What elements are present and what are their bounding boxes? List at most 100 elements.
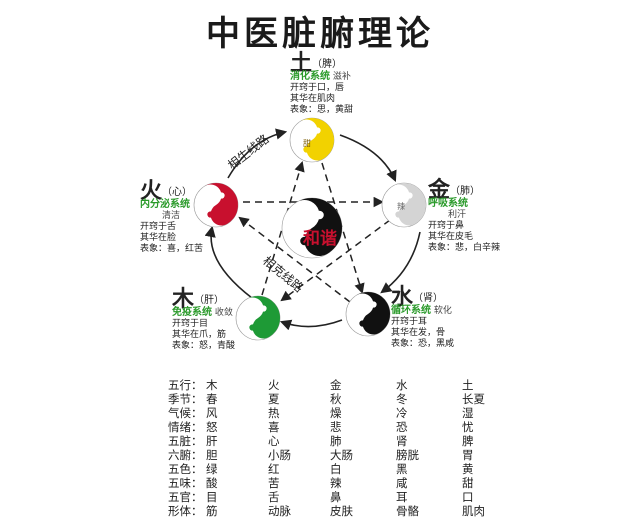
table-row: 五官：目舌鼻耳口 bbox=[168, 490, 528, 504]
arc-wood-to-fire bbox=[204, 225, 253, 299]
table-cell: 肌肉 bbox=[462, 504, 485, 518]
table-cell: 风 bbox=[206, 406, 218, 420]
generating-cycle bbox=[204, 128, 421, 331]
table-cell: 金 bbox=[330, 378, 342, 392]
table-cell: 目 bbox=[206, 490, 218, 504]
table-cell: 皮肤 bbox=[330, 504, 353, 518]
metal-yin-yang bbox=[381, 182, 427, 228]
table-cell: 肝 bbox=[206, 434, 218, 448]
earth-line-2: 其华在肌肉 bbox=[290, 94, 336, 104]
metal-line-3: 表象：悲，白辛辣 bbox=[428, 243, 501, 253]
table-cell: 耳 bbox=[396, 490, 408, 504]
earth-yin-yang bbox=[289, 117, 335, 163]
generating-path-label: 相生线路 bbox=[225, 131, 272, 172]
table-row-header: 季节： bbox=[168, 392, 203, 406]
table-cell: 大肠 bbox=[330, 448, 353, 462]
table-row-header: 五味： bbox=[168, 476, 203, 490]
table-cell: 燥 bbox=[330, 406, 342, 420]
table-row-header: 形体： bbox=[168, 504, 203, 518]
table-row: 季节：春夏秋冬长夏 bbox=[168, 392, 528, 406]
earth-element: 土 bbox=[290, 50, 313, 76]
water-line-1: 开窍于耳 bbox=[391, 317, 428, 327]
water-line-2: 其华在发，骨 bbox=[391, 328, 446, 338]
fire-line-2: 其华在脸 bbox=[140, 233, 177, 243]
arc-metal-to-water bbox=[380, 231, 421, 294]
fire-line-1: 开窍于舌 bbox=[140, 222, 177, 232]
table-row-header: 情绪： bbox=[168, 420, 203, 434]
earth-system: 消化系统 bbox=[290, 71, 330, 82]
fire-system: 内分泌系统 bbox=[140, 199, 190, 210]
wood-note: 收敛 bbox=[214, 308, 233, 318]
line-metal-to-wood bbox=[280, 219, 391, 302]
table-cell: 心 bbox=[268, 434, 280, 448]
table-cell: 冷 bbox=[396, 406, 408, 420]
table-cell: 冬 bbox=[396, 392, 408, 406]
table-cell: 怒 bbox=[206, 420, 218, 434]
table-cell: 忧 bbox=[462, 420, 474, 434]
wood-organ: （肝） bbox=[194, 295, 225, 306]
table-row: 五行：木火金水土 bbox=[168, 378, 528, 392]
fire-organ: （心） bbox=[162, 187, 193, 198]
fire-element: 火 bbox=[140, 178, 163, 204]
arc-fire-to-earth bbox=[227, 128, 288, 179]
earth-taste: 甜 bbox=[303, 138, 311, 148]
table-row-header: 六腑： bbox=[168, 448, 203, 462]
wood-system: 免疫系统 bbox=[172, 307, 212, 318]
table-cell: 骨骼 bbox=[396, 504, 419, 518]
table-cell: 湿 bbox=[462, 406, 474, 420]
table-cell: 口 bbox=[462, 490, 474, 504]
line-earth-to-water bbox=[321, 162, 365, 295]
table-cell: 水 bbox=[396, 378, 408, 392]
table-cell: 春 bbox=[206, 392, 218, 406]
table-row: 六腑：胆小肠大肠膀胱胃 bbox=[168, 448, 528, 462]
table-cell: 土 bbox=[462, 378, 474, 392]
table-cell: 肾 bbox=[396, 434, 408, 448]
table-row: 五脏：肝心肺肾脾 bbox=[168, 434, 528, 448]
water-yin-yang bbox=[345, 291, 391, 337]
center-label: 和谐 bbox=[303, 229, 337, 249]
water-organ: （肾） bbox=[413, 293, 444, 304]
wood-yin-yang bbox=[235, 295, 281, 341]
water-line-3: 表象：恐，黑咸 bbox=[391, 339, 455, 349]
wood-line-1: 开窍于目 bbox=[172, 319, 209, 329]
water-note: 软化 bbox=[433, 306, 452, 316]
wood-node: 木（肝） 免疫系统 收敛 开窍于目 其华在爪，筋 表象：怒，青酸 bbox=[172, 288, 235, 352]
earth-node: 土（脾） 消化系统 滋补 开窍于口，唇 其华在肌肉 表象：思，黄甜 bbox=[290, 52, 353, 116]
table-cell: 小肠 bbox=[268, 448, 291, 462]
table-cell: 黄 bbox=[462, 462, 474, 476]
table-cell: 鼻 bbox=[330, 490, 342, 504]
metal-taste: 辣 bbox=[397, 201, 405, 211]
earth-organ: （脾） bbox=[312, 59, 343, 70]
table-row: 形体：筋动脉皮肤骨骼肌肉 bbox=[168, 504, 528, 518]
metal-node: 金（肺） 呼吸系统 利汗 开窍于鼻 其华在皮毛 表象：悲，白辛辣 bbox=[428, 179, 501, 254]
table-row: 五味：酸苦辣咸甜 bbox=[168, 476, 528, 490]
correspondence-table: 五行：木火金水土季节：春夏秋冬长夏气候：风热燥冷湿情绪：怒喜悲恐忧五脏：肝心肺肾… bbox=[168, 378, 528, 518]
line-wood-to-earth bbox=[261, 160, 305, 296]
table-cell: 膀胱 bbox=[396, 448, 419, 462]
table-cell: 恐 bbox=[396, 420, 408, 434]
table-row-header: 五官： bbox=[168, 490, 203, 504]
table-row-header: 五行： bbox=[168, 378, 203, 392]
water-element: 水 bbox=[391, 284, 414, 310]
table-cell: 绿 bbox=[206, 462, 218, 476]
metal-line-2: 其华在皮毛 bbox=[428, 232, 474, 242]
restraining-cycle bbox=[238, 160, 391, 303]
fire-yin-yang bbox=[193, 182, 239, 228]
table-row: 五色：绿红白黑黄 bbox=[168, 462, 528, 476]
restraining-path-label: 相克线路 bbox=[260, 253, 306, 295]
water-taste: 咸 bbox=[350, 312, 358, 322]
table-cell: 长夏 bbox=[462, 392, 485, 406]
metal-note: 利汗 bbox=[448, 210, 467, 220]
table-cell: 喜 bbox=[268, 420, 280, 434]
earth-line-1: 开窍于口，唇 bbox=[290, 83, 345, 93]
table-cell: 悲 bbox=[330, 420, 342, 434]
table-cell: 白 bbox=[330, 462, 342, 476]
table-row: 情绪：怒 喜 悲 恐 忧 bbox=[168, 420, 528, 434]
metal-line-1: 开窍于鼻 bbox=[428, 221, 465, 231]
table-row: 气候：风热燥冷湿 bbox=[168, 406, 528, 420]
table-cell: 苦 bbox=[268, 476, 280, 490]
metal-system: 呼吸系统 bbox=[428, 198, 468, 209]
table-cell: 酸 bbox=[206, 476, 218, 490]
table-cell: 动脉 bbox=[268, 504, 291, 518]
